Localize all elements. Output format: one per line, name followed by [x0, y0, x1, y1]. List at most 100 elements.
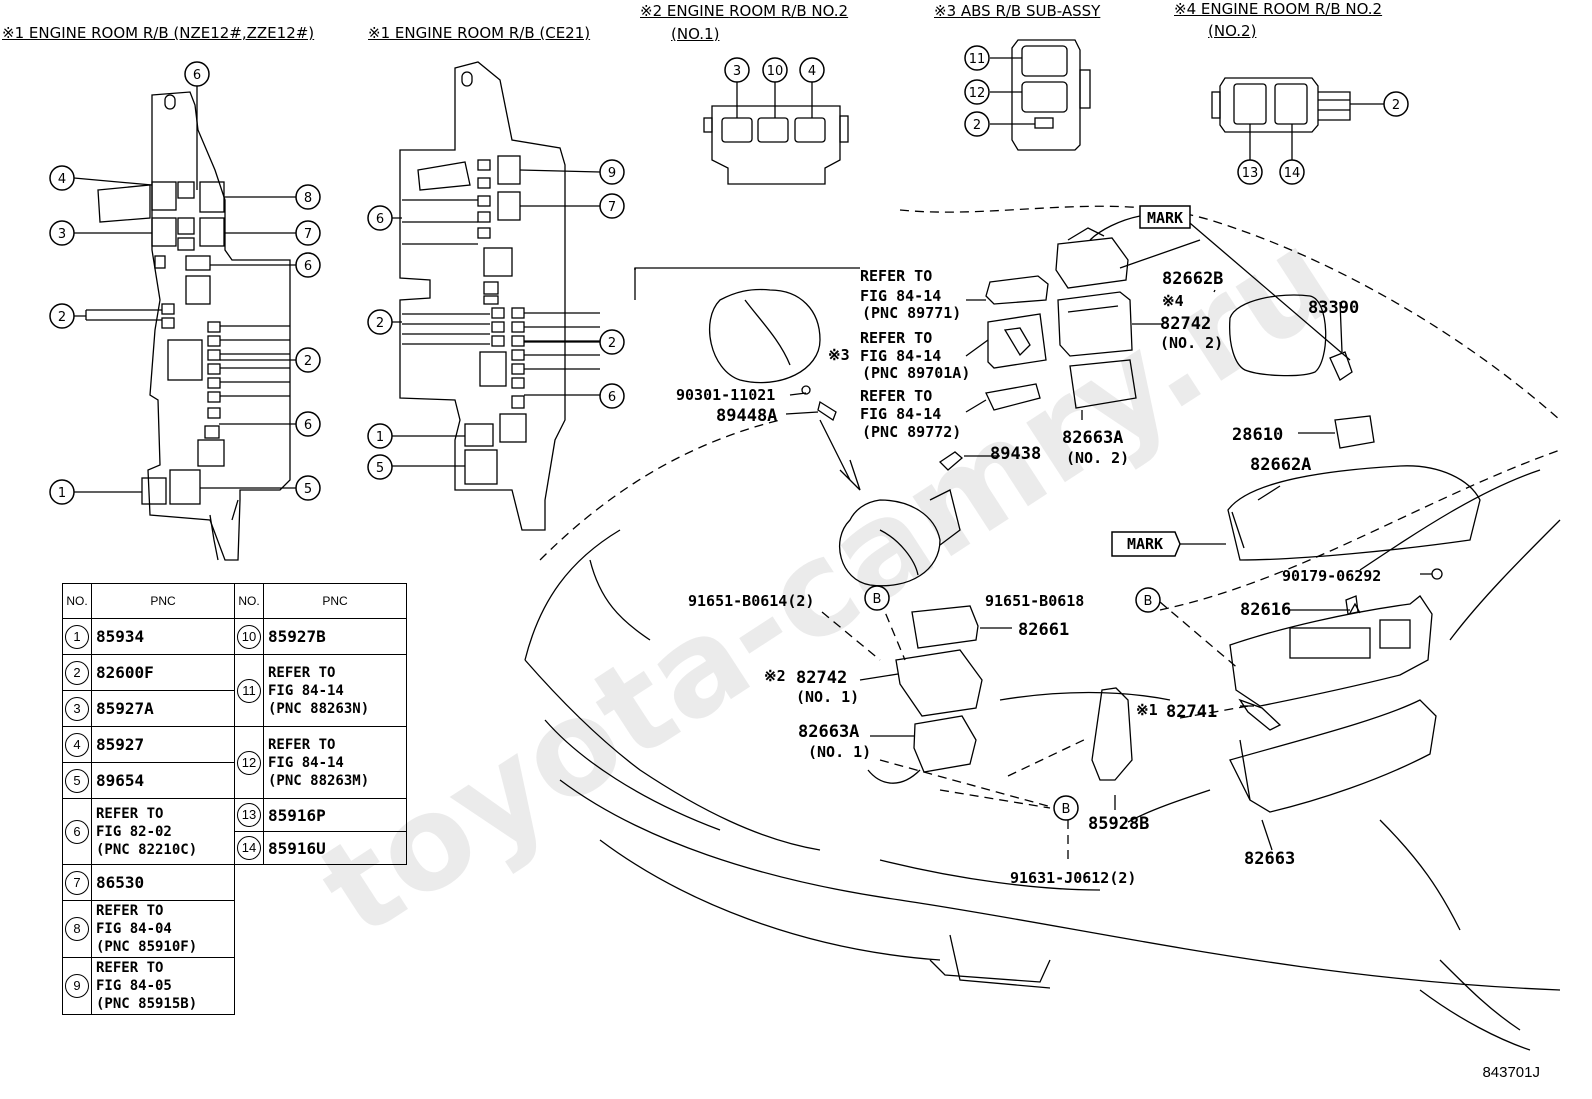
table-cell-pnc: 85916P — [263, 798, 407, 832]
table-cell-pnc: 85927B — [263, 618, 407, 655]
svg-text:89448A: 89448A — [716, 406, 777, 426]
table-cell-pnc: 85927 — [91, 726, 235, 763]
svg-text:89438: 89438 — [990, 444, 1041, 464]
washer-reservoir — [708, 288, 963, 587]
bolt-b-3: B — [1062, 802, 1071, 817]
main-fuse-box — [1229, 568, 1443, 813]
relay-block-ce21 — [399, 61, 600, 531]
svg-text:FIG 84-14: FIG 84-14 — [860, 287, 941, 305]
svg-text:4: 4 — [58, 172, 66, 187]
relay-block-no2-no2: 2 13 14 — [1211, 77, 1409, 185]
part-labels: REFER TO FIG 84-14 (PNC 89771) REFER TO … — [676, 267, 1381, 887]
table-row: 4 — [62, 726, 92, 763]
table-cell-pnc: 85916U — [263, 831, 407, 865]
svg-text:2: 2 — [58, 310, 66, 325]
svg-text:9: 9 — [608, 166, 616, 181]
svg-text:FIG 84-14: FIG 84-14 — [860, 405, 941, 423]
header-engine-room-rb-no2-no2: (NO.2) — [1208, 22, 1257, 40]
svg-text:6: 6 — [304, 418, 312, 433]
svg-text:82742: 82742 — [796, 668, 847, 688]
svg-text:82662B: 82662B — [1162, 269, 1223, 289]
pnc-table: NO. PNC NO. PNC 1 85934 10 85927B 2 8260… — [62, 583, 407, 1015]
small-parts — [895, 595, 1359, 781]
header-engine-room-rb-no2-b: ※4 ENGINE ROOM R/B NO.2 — [1174, 0, 1383, 18]
svg-text:REFER TO: REFER TO — [860, 329, 932, 347]
svg-text:90301-11021: 90301-11021 — [676, 386, 775, 404]
svg-text:3: 3 — [733, 64, 741, 79]
svg-text:(NO. 2): (NO. 2) — [1066, 449, 1129, 467]
svg-text:28610: 28610 — [1232, 425, 1283, 445]
bolt-b-2: B — [1144, 594, 1153, 609]
table-row: 13 — [234, 798, 264, 832]
header-engine-room-rb-no2: ※2 ENGINE ROOM R/B NO.2 — [640, 2, 849, 20]
table-row: 3 — [62, 690, 92, 727]
header-engine-room-rb-nze: ※1 ENGINE ROOM R/B (NZE12#,ZZE12#) — [2, 24, 315, 42]
col-no-header-2: NO. — [234, 583, 264, 619]
table-row: 1 — [62, 618, 92, 655]
svg-text:(PNC 89772): (PNC 89772) — [862, 423, 961, 441]
svg-text:7: 7 — [304, 227, 312, 242]
svg-text:※3: ※3 — [828, 346, 850, 364]
svg-text:6: 6 — [376, 212, 384, 227]
svg-text:FIG 84-14: FIG 84-14 — [860, 347, 941, 365]
header-engine-room-rb-no2-no1: (NO.1) — [671, 25, 720, 43]
svg-text:14: 14 — [1284, 166, 1301, 181]
svg-text:2: 2 — [376, 316, 384, 331]
drawing-code: 843701J — [1482, 1064, 1540, 1081]
svg-text:(PNC 89701A): (PNC 89701A) — [862, 364, 970, 382]
col-pnc-header-2: PNC — [263, 583, 407, 619]
header-abs-rb-sub-assy: ※3 ABS R/B SUB-ASSY — [934, 2, 1101, 20]
table-row: 5 — [62, 762, 92, 799]
col-pnc-header: PNC — [91, 583, 235, 619]
svg-text:(NO. 1): (NO. 1) — [796, 688, 859, 706]
svg-text:2: 2 — [1392, 98, 1400, 113]
table-row: 8 — [62, 900, 92, 958]
svg-text:1: 1 — [376, 430, 384, 445]
callouts-block-ce21: 9 7 6 2 2 6 1 5 — [367, 159, 625, 480]
svg-text:91651-B0614(2): 91651-B0614(2) — [688, 592, 814, 610]
table-cell-pnc: 82600F — [91, 654, 235, 691]
svg-text:82616: 82616 — [1240, 600, 1291, 620]
table-cell-pnc: 86530 — [91, 864, 235, 901]
svg-text:82663A: 82663A — [798, 722, 859, 742]
table-row: 10 — [234, 618, 264, 655]
svg-text:12: 12 — [969, 86, 986, 101]
svg-text:82663A: 82663A — [1062, 428, 1123, 448]
table-row: 6 — [62, 798, 92, 865]
svg-text:83390: 83390 — [1308, 298, 1359, 318]
svg-text:82741: 82741 — [1166, 702, 1217, 722]
svg-text:MARK: MARK — [1127, 535, 1163, 553]
svg-text:2: 2 — [608, 336, 616, 351]
svg-text:5: 5 — [376, 461, 384, 476]
svg-text:91651-B0618: 91651-B0618 — [985, 592, 1084, 610]
svg-text:2: 2 — [973, 118, 981, 133]
table-row: 2 — [62, 654, 92, 691]
svg-text:※2: ※2 — [764, 667, 786, 685]
relay-covers — [985, 227, 1481, 561]
svg-text:8: 8 — [304, 191, 312, 206]
bolt-b-1: B — [873, 592, 882, 607]
table-cell-pnc: 85934 — [91, 618, 235, 655]
svg-text:REFER TO: REFER TO — [860, 267, 932, 285]
mark-top: MARK — [1139, 205, 1191, 229]
svg-text:6: 6 — [193, 68, 201, 83]
svg-text:※1: ※1 — [1136, 701, 1158, 719]
svg-text:※4: ※4 — [1162, 292, 1184, 310]
svg-text:(PNC 89771): (PNC 89771) — [862, 304, 961, 322]
callouts-block-nze: 6 4 3 6 2 2 6 1 5 8 7 — [49, 61, 321, 505]
table-row: 11 — [234, 654, 264, 727]
header-engine-room-rb-ce21: ※1 ENGINE ROOM R/B (CE21) — [368, 24, 591, 42]
mark-bottom: MARK — [1111, 531, 1181, 557]
svg-text:91631-J0612(2): 91631-J0612(2) — [1010, 869, 1136, 887]
col-no-header: NO. — [62, 583, 92, 619]
svg-text:7: 7 — [608, 200, 616, 215]
svg-text:10: 10 — [767, 64, 784, 79]
table-cell-pnc: 85927A — [91, 690, 235, 727]
svg-text:2: 2 — [304, 354, 312, 369]
